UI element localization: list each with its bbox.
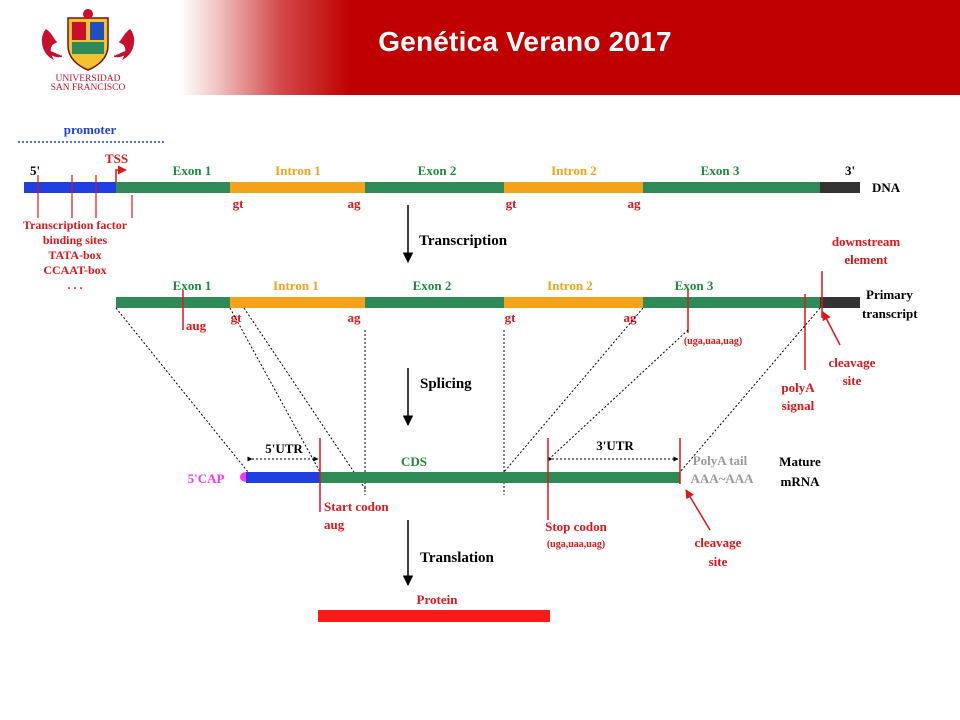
primary-intron2-label: Intron 2 [547,278,593,293]
primary-intron1-label: Intron 1 [273,278,319,293]
primary-transcript-line1: Primary [866,287,913,302]
right-dragon-icon [113,28,135,60]
primary-transcript-line2: transcript [862,306,918,321]
tf-sites-line5: . . . [68,278,83,292]
mature-mrna-line1: Mature [779,454,821,469]
tf-sites-line2: binding sites [43,233,108,247]
mature-5utr-segment [246,472,320,483]
dna-exon1-label: Exon 1 [173,163,212,178]
university-name-line2: San Francisco [51,83,126,92]
dna-downstream-segment [820,182,860,193]
primary-gt1-label: gt [231,310,243,325]
start-codon-line1: Start codon [324,499,389,514]
dna-label: DNA [872,180,901,195]
five-utr-label: 5'UTR [265,441,303,456]
university-crest-logo: Universidad San Francisco [41,9,135,92]
dna-gt1-label: gt [233,196,245,211]
dna-exon2 [365,182,504,193]
polya-tail-label: PolyA tail [693,453,748,468]
dna-exon3 [643,182,820,193]
crest-quarter-icon [72,42,104,54]
tss-arrow [115,165,127,182]
dna-intron1-label: Intron 1 [275,163,321,178]
five-cap-label: 5'CAP [188,471,225,486]
dna-intron2-label: Intron 2 [551,163,597,178]
protein-bar [318,610,550,622]
cleavage-site-arrow-top [822,311,841,346]
primary-ag1-label: ag [348,310,362,325]
primary-exon2 [365,297,504,308]
primary-exon3-label: Exon 3 [675,278,714,293]
dna-5prime-label: 5' [30,163,40,178]
mature-cds-segment [320,472,680,483]
crest-crown-icon [83,9,93,19]
cleavage-site-top-line2: site [843,373,862,388]
dna-gt2-label: gt [506,196,518,211]
mature-mrna-line2: mRNA [781,474,821,489]
university-name-line1: Universidad [56,74,121,84]
polya-signal-line2: signal [782,398,815,413]
dna-exon3-label: Exon 3 [701,163,740,178]
cleavage-site-top-line1: cleavage [829,355,876,370]
primary-exon1-label: Exon 1 [173,278,212,293]
primary-aug-label: aug [186,318,207,333]
dna-ag2-label: ag [628,196,642,211]
slide-header: Universidad San Francisco Genética Veran… [0,0,960,95]
primary-exon3 [643,297,820,308]
dna-intron1 [230,182,365,193]
stop-codon-label: Stop codon [545,519,608,534]
primary-gt2-label: gt [505,310,517,325]
slide-title: Genética Verano 2017 [378,26,672,57]
polya-sequence-label: AAA~AAA [690,471,754,486]
start-codon-line2: aug [324,517,345,532]
tf-sites-line4: CCAAT-box [43,263,106,277]
crest-quarter-icon [72,22,86,40]
cleavage-site-arrow-bottom [685,489,711,531]
stop-codons-label: (uga,uaa,uag) [547,539,605,550]
primary-ag2-label: ag [624,310,638,325]
cds-label: CDS [401,454,427,469]
dna-ag1-label: ag [348,196,362,211]
primary-exon1 [116,297,230,308]
tss-label: TSS [105,151,128,166]
polya-signal-line1: polyA [781,380,815,395]
downstream-element-line2: element [844,252,888,267]
promoter-label: promoter [64,122,117,137]
primary-stop-codons-label: (uga,uaa,uag) [684,336,742,347]
dna-3prime-label: 3' [845,163,855,178]
transcription-label: Transcription [419,233,508,249]
protein-label: Protein [417,592,459,607]
splicing-label: Splicing [420,376,472,392]
primary-downstream-segment [820,297,860,308]
cleavage-site-bottom-line1: cleavage [695,535,742,550]
primary-intron2 [504,297,643,308]
dna-exon1 [116,182,230,193]
dna-exon2-label: Exon 2 [418,163,457,178]
splicing-guide-lines [115,307,821,495]
downstream-element-line1: downstream [832,234,901,249]
three-utr-label: 3'UTR [596,438,634,453]
dna-intron2 [504,182,643,193]
cleavage-site-bottom-line2: site [709,554,728,569]
left-dragon-icon [41,28,63,60]
dna-promoter-segment [24,182,116,193]
translation-label: Translation [420,550,495,566]
primary-exon2-label: Exon 2 [413,278,452,293]
gene-expression-diagram: promoter 5' 3' DNA TSS Transcription fac… [18,122,918,622]
tf-sites-line1: Transcription factor [23,218,128,232]
tf-sites-line3: TATA-box [48,248,101,262]
crest-quarter-icon [90,22,104,40]
primary-intron1 [230,297,365,308]
